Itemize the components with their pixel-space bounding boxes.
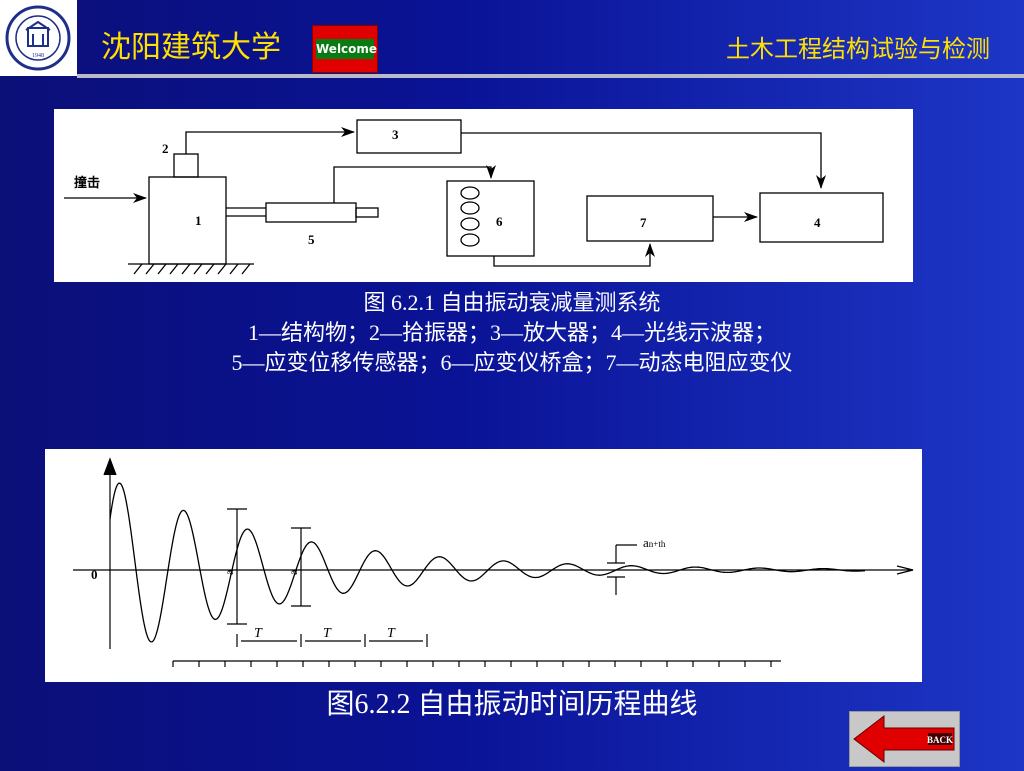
seal-icon: 1948 xyxy=(5,5,71,71)
amplitude-a-label: a xyxy=(222,569,236,575)
origin-label: 0 xyxy=(91,567,98,582)
label-6: 6 xyxy=(496,214,503,229)
period-label-2: T xyxy=(323,626,332,641)
back-label: BACK xyxy=(927,735,953,745)
label-2: 2 xyxy=(162,141,169,156)
bridge-box xyxy=(446,180,535,257)
period-label-1: T xyxy=(254,626,263,641)
course-title: 土木工程结构试验与检测 xyxy=(726,37,990,63)
sensor-box xyxy=(265,202,357,223)
amplifier-box xyxy=(356,119,462,154)
figure1-legend-line1: 1—结构物；2—拾振器；3—放大器；4—光线示波器； xyxy=(247,320,776,345)
welcome-label: Welcome xyxy=(316,39,377,59)
header-divider xyxy=(77,74,1024,78)
decay-curve-plot: 0 T T T a a an+th xyxy=(73,457,914,667)
welcome-badge[interactable]: Welcome xyxy=(312,25,378,73)
figure1-legend-line2: 5—应变位移传感器；6—应变仪桥盒；7—动态电阻应变仪 xyxy=(231,350,793,375)
svg-text:1948: 1948 xyxy=(32,53,44,59)
measurement-system-diagram: 撞击 2 1 5 3 6 7 4 xyxy=(54,109,913,282)
oscilloscope-box xyxy=(759,192,884,243)
block-diagram: 撞击 2 1 5 3 6 7 4 xyxy=(64,119,884,275)
structure-box xyxy=(148,176,227,265)
figure1-caption: 图 6.2.1 自由振动衰减量测系统 1—结构物；2—拾振器；3—放大器；4—光… xyxy=(40,288,984,378)
back-arrow-icon: BACK xyxy=(853,714,955,764)
amplitude-an-label: a xyxy=(286,569,300,575)
label-1: 1 xyxy=(195,213,202,228)
label-5: 5 xyxy=(308,232,315,247)
impact-label: 撞击 xyxy=(74,175,100,190)
label-3: 3 xyxy=(392,127,399,142)
period-label-3: T xyxy=(387,626,396,641)
figure2-caption: 图6.2.2 自由振动时间历程曲线 xyxy=(326,689,698,720)
label-4: 4 xyxy=(814,215,821,230)
university-logo: 1948 xyxy=(0,0,77,76)
school-name: 沈阳建筑大学 xyxy=(101,31,281,64)
free-vibration-curve: 0 T T T a a an+th xyxy=(45,449,922,682)
label-7: 7 xyxy=(640,215,647,230)
strain-meter-box xyxy=(586,195,714,242)
amplitude-nth-label: an+th xyxy=(643,535,666,550)
pickup-box xyxy=(173,153,199,178)
back-button[interactable]: BACK xyxy=(849,711,960,767)
figure1-title: 图 6.2.1 自由振动衰减量测系统 xyxy=(363,290,661,315)
ground-hatch xyxy=(133,263,251,275)
decay-wave xyxy=(109,482,866,643)
